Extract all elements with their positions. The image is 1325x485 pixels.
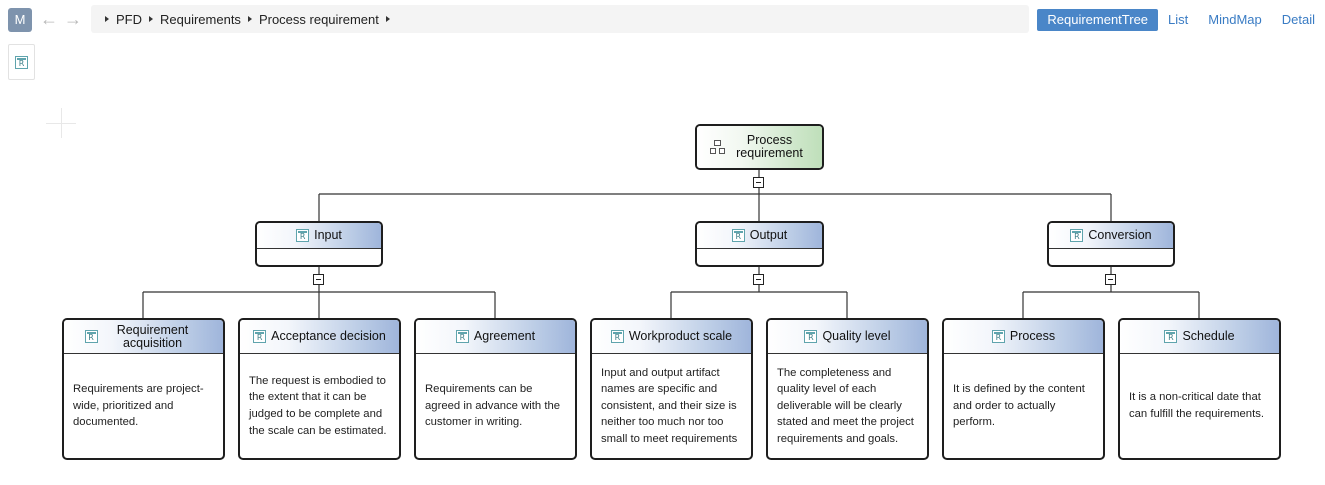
collapse-toggle[interactable] [753,274,764,285]
node-agreement[interactable]: Agreement Requirements can be agreed in … [414,318,577,460]
node-conversion[interactable]: Conversion [1047,221,1175,267]
node-description: The completeness and quality level of ea… [777,366,914,445]
node-output[interactable]: Output [695,221,824,267]
node-description: It is a non-critical date that can fulfi… [1129,391,1265,420]
tab-mindmap[interactable]: MindMap [1208,12,1262,27]
add-requirement-tool[interactable] [8,44,35,80]
breadcrumb-item-process-requirement[interactable]: Process requirement [258,11,379,27]
collapse-toggle[interactable] [313,274,324,285]
node-title: Output [749,228,788,242]
node-description: Requirements can be agreed in advance wi… [425,383,561,429]
node-title: Workproduct scale [628,329,733,343]
node-requirement-acquisition[interactable]: Requirement acquisition Requirements are… [62,318,225,460]
node-title: Process requirement [736,133,803,160]
requirement-icon [731,229,745,242]
arrow-left-icon[interactable]: ← [40,9,58,29]
node-title: Process [1009,329,1056,343]
collapse-toggle[interactable] [753,177,764,188]
node-process-requirement[interactable]: Process requirement [695,124,824,170]
caret-right-icon [105,16,109,22]
requirement-icon [15,56,28,69]
user-avatar[interactable]: M [8,8,32,32]
node-schedule[interactable]: Schedule It is a non-critical date that … [1118,318,1281,460]
breadcrumb: PFD Requirements Process requirement [91,5,1029,33]
canvas-origin-marker [61,108,62,138]
requirement-icon [610,330,624,343]
node-process[interactable]: Process It is defined by the content and… [942,318,1105,460]
caret-right-icon [247,16,252,22]
breadcrumb-item-pfd[interactable]: PFD [116,11,142,27]
node-title: Schedule [1182,329,1235,343]
node-description: The request is embodied to the extent th… [249,374,387,437]
requirement-icon [991,330,1005,343]
node-title: Requirement acquisition [116,322,189,350]
node-title: Acceptance decision [271,329,386,343]
requirement-icon [253,330,267,343]
requirement-icon [84,330,98,343]
node-description: Input and output artifact names are spec… [601,366,738,445]
view-switcher: RequirementTree List MindMap Detail [1037,9,1325,31]
requirement-icon [296,229,310,242]
node-title: Input [314,228,342,242]
tab-list[interactable]: List [1168,12,1189,27]
node-input[interactable]: Input [255,221,383,267]
caret-right-icon[interactable] [385,16,390,22]
node-title: Conversion [1088,228,1152,242]
node-quality-level[interactable]: Quality level The completeness and quali… [766,318,929,460]
requirement-icon [804,330,818,343]
caret-right-icon [149,16,153,22]
node-title: Agreement [473,329,536,343]
requirement-icon [1164,330,1178,343]
structure-icon [709,139,725,155]
node-description: Requirements are project-wide, prioritiz… [73,383,204,429]
breadcrumb-item-requirements[interactable]: Requirements [160,11,241,27]
tab-requirement-tree[interactable]: RequirementTree [1037,9,1159,31]
node-acceptance-decision[interactable]: Acceptance decision The request is embod… [238,318,401,460]
collapse-toggle[interactable] [1105,274,1116,285]
arrow-right-icon[interactable]: → [64,9,82,29]
node-description: It is defined by the content and order t… [953,383,1085,429]
tab-detail[interactable]: Detail [1281,12,1315,27]
node-workproduct-scale[interactable]: Workproduct scale Input and output artif… [590,318,753,460]
requirement-icon [455,330,469,343]
node-title: Quality level [822,329,891,343]
requirement-icon [1070,229,1084,242]
